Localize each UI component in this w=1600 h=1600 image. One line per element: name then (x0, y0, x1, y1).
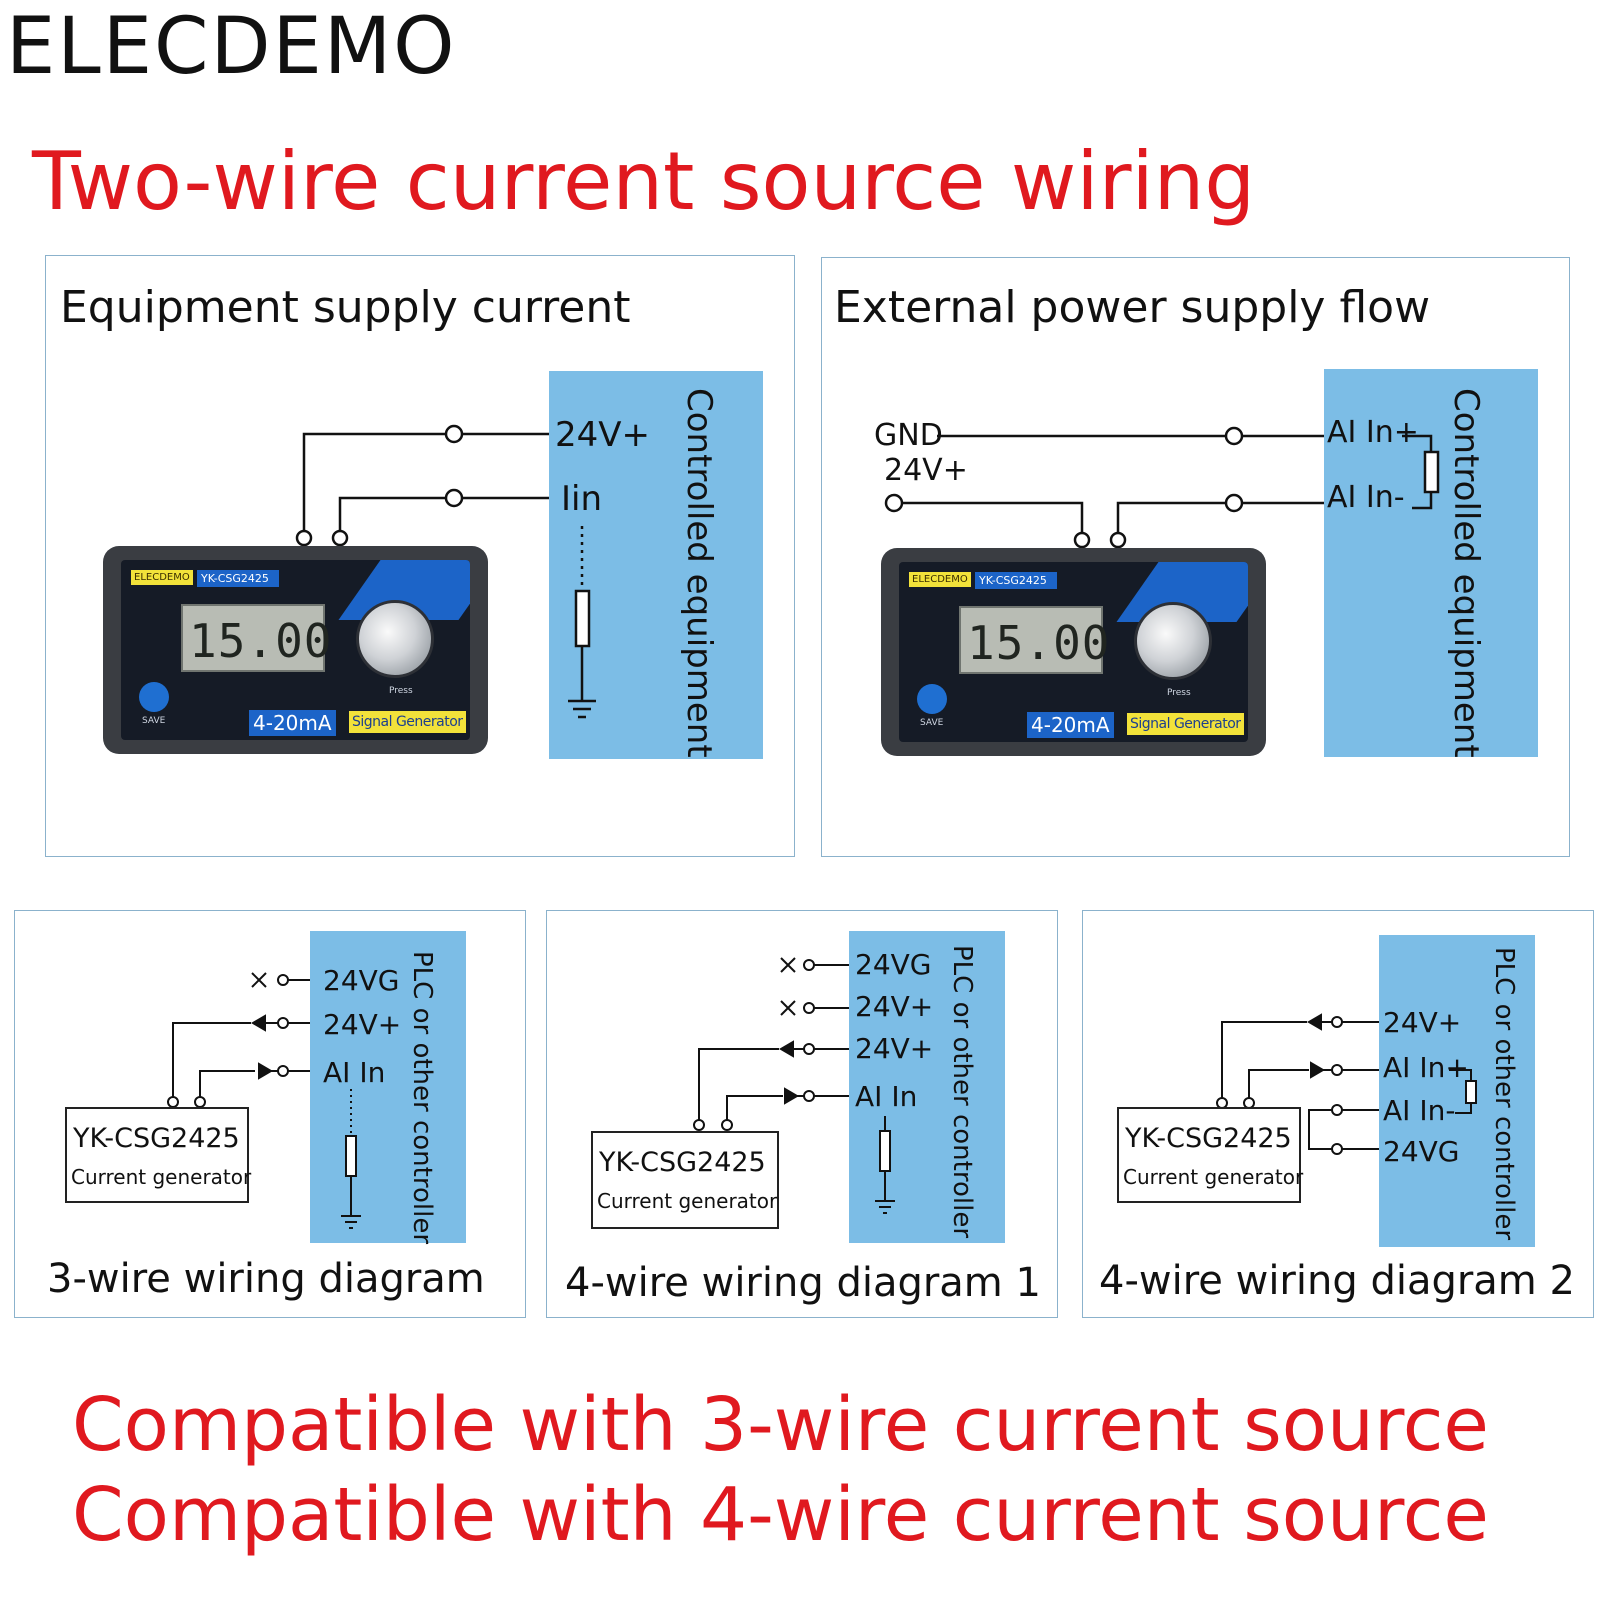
generator-subtitle: Current generator (597, 1189, 778, 1213)
terminal-label-ai-in-plus: AI In+ (1327, 415, 1419, 450)
wiring-lines (1216, 1013, 1477, 1155)
range-label: 4-20mA (249, 710, 336, 736)
current-generator-box: YK-CSG2425 Current generator (65, 1107, 252, 1203)
terminal-label-24v-a: 24V+ (855, 990, 934, 1023)
wiring-lines (693, 957, 895, 1214)
panel-equipment-supply: Equipment supply current Controlled equi… (45, 255, 795, 857)
controlled-equipment-label: Controlled equipment (1446, 388, 1486, 758)
wiring-lines (884, 426, 1440, 549)
panel-title: Equipment supply current (60, 282, 631, 333)
signal-generator-device: ELECDEMO YK-CSG2425 15.00 Press SAVE 4-2… (881, 548, 1266, 756)
panel-four-wire-1: PLC or other controller 24VG 24V+ 24V+ A… (546, 910, 1058, 1318)
controlled-equipment-block (549, 371, 763, 759)
generator-model: YK-CSG2425 (599, 1147, 766, 1178)
left-label-gnd: GND (874, 418, 943, 453)
diagram-caption: 4-wire wiring diagram 1 (565, 1260, 1041, 1306)
current-generator-box: YK-CSG2425 Current generator (591, 1131, 779, 1229)
terminal-label-24v-b: 24V+ (855, 1032, 934, 1065)
press-label: Press (1167, 688, 1191, 698)
controller-label: PLC or other controller (1489, 947, 1519, 1241)
type-label: Signal Generator (1127, 713, 1244, 735)
terminal-label-ai-in: AI In (855, 1080, 918, 1113)
left-label-24v: 24V+ (884, 453, 968, 488)
generator-model: YK-CSG2425 (73, 1123, 240, 1154)
terminal-label-ai-in-plus: AI In+ (1383, 1051, 1469, 1084)
generator-subtitle: Current generator (71, 1165, 252, 1189)
controller-block (310, 931, 466, 1243)
save-button[interactable] (917, 684, 947, 714)
controlled-equipment-label: Controlled equipment (679, 388, 719, 758)
wiring-lines (295, 424, 596, 719)
compat-3-wire-text: Compatible with 3-wire current source (72, 1382, 1489, 1468)
brand-logo-text: ELECDEMO (6, 2, 457, 92)
current-generator-box: YK-CSG2425 Current generator (1117, 1107, 1304, 1203)
save-label: SAVE (920, 718, 944, 728)
terminal-label-24vg: 24VG (1383, 1135, 1460, 1168)
compat-4-wire-text: Compatible with 4-wire current source (72, 1472, 1489, 1558)
controlled-equipment-block (1324, 369, 1538, 757)
controller-block (1379, 935, 1535, 1247)
adjust-knob[interactable] (1134, 602, 1212, 680)
signal-generator-device: ELECDEMO YK-CSG2425 15.00 Press SAVE 4-2… (103, 546, 488, 754)
terminal-label-ai-in-minus: AI In- (1383, 1094, 1456, 1127)
terminal-label-24vg: 24VG (323, 964, 400, 997)
save-label: SAVE (142, 716, 166, 726)
controller-label: PLC or other controller (407, 951, 437, 1245)
panel-title: External power supply flow (834, 282, 1431, 333)
device-lcd: 15.00 (181, 604, 331, 672)
press-label: Press (389, 686, 413, 696)
device-model: YK-CSG2425 (197, 570, 279, 587)
terminal-label-ai-in-minus: AI In- (1327, 480, 1405, 515)
device-brand: ELECDEMO (909, 572, 971, 587)
device-model: YK-CSG2425 (975, 572, 1057, 589)
save-button[interactable] (139, 682, 169, 712)
device-brand: ELECDEMO (131, 570, 193, 585)
page-headline: Two-wire current source wiring (32, 135, 1256, 228)
lcd-reading: 15.00 (967, 616, 1111, 670)
generator-subtitle: Current generator (1123, 1165, 1304, 1189)
type-label: Signal Generator (349, 711, 466, 733)
diagram-caption: 4-wire wiring diagram 2 (1099, 1258, 1575, 1304)
terminal-label-24vg: 24VG (855, 948, 932, 981)
lcd-reading: 15.00 (189, 614, 333, 668)
panel-three-wire: PLC or other controller 24VG 24V+ AI In (14, 910, 526, 1318)
device-lcd: 15.00 (959, 606, 1109, 674)
diagram-caption: 3-wire wiring diagram (47, 1256, 485, 1302)
adjust-knob[interactable] (356, 600, 434, 678)
controller-block (849, 931, 1005, 1243)
terminal-label-ai-in: AI In (323, 1056, 386, 1089)
range-label: 4-20mA (1027, 712, 1114, 738)
terminal-label-24v: 24V+ (323, 1008, 402, 1041)
terminal-label-24v: 24V+ (555, 415, 651, 455)
generator-model: YK-CSG2425 (1125, 1123, 1292, 1154)
panel-four-wire-2: PLC or other controller 24V+ AI In+ AI I… (1082, 910, 1594, 1318)
terminal-label-iin: Iin (561, 479, 603, 519)
terminal-label-24v: 24V+ (1383, 1006, 1462, 1039)
wiring-lines (167, 972, 361, 1229)
panel-external-supply: External power supply flow Controlled eq… (821, 257, 1570, 857)
controller-label: PLC or other controller (947, 945, 977, 1239)
